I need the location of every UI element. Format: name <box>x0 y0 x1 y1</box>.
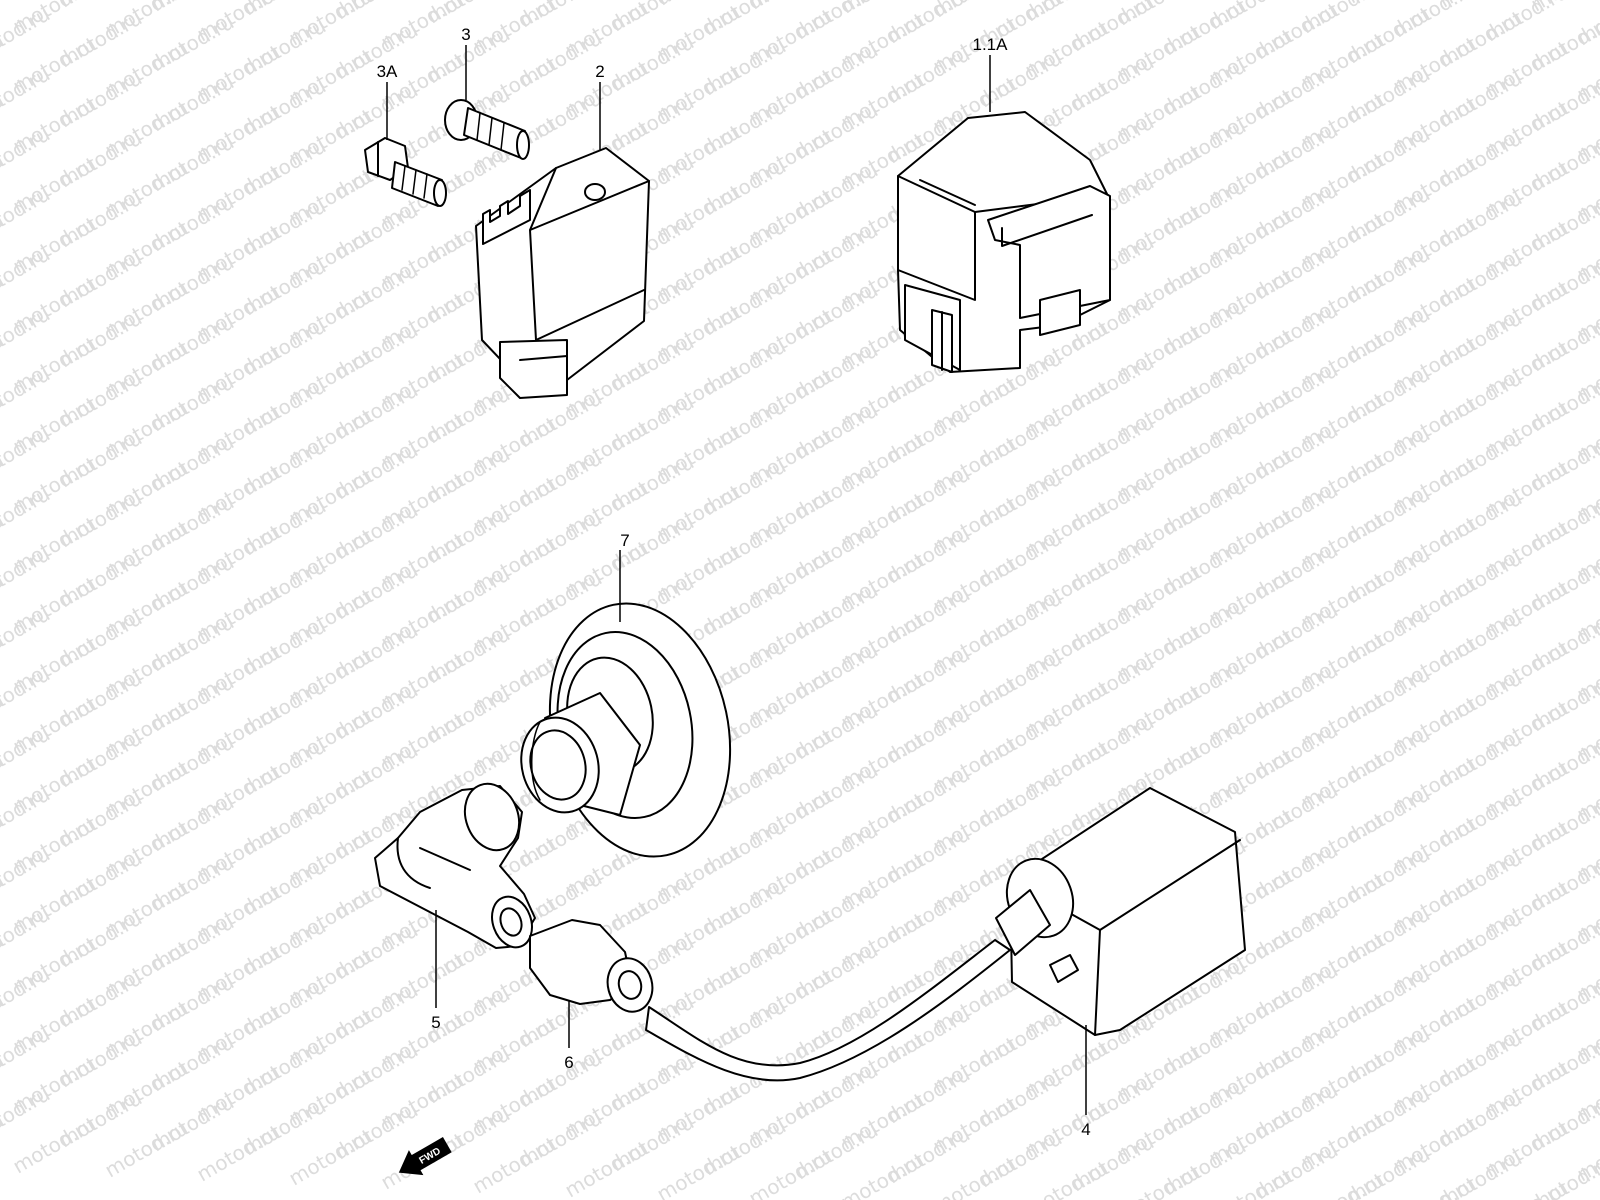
callout-lines <box>386 45 1087 1115</box>
callout-label-4: 4 <box>1081 1120 1090 1139</box>
ignition-coil-4 <box>645 787 1246 1082</box>
watermark-text: motod.ru <box>193 1120 284 1187</box>
callout-label-6: 6 <box>564 1053 573 1072</box>
callout-label-7: 7 <box>620 531 629 550</box>
watermark-text: motod.ru <box>469 1132 560 1199</box>
plug-cap-5 <box>374 782 536 949</box>
watermark-text: motod.ru <box>9 1112 100 1179</box>
bolt-3a <box>364 137 447 207</box>
watermark-text: motod.ru <box>285 1124 376 1191</box>
callout-label-1-1a: 1.1A <box>973 35 1009 54</box>
callout-label-3: 3 <box>461 25 470 44</box>
screw-3 <box>444 99 530 160</box>
watermark-text: motod.ru <box>101 1116 192 1183</box>
callout-label-5: 5 <box>431 1013 440 1032</box>
cap-cover-7 <box>520 602 732 858</box>
callout-label-2: 2 <box>595 62 604 81</box>
callout-label-3a: 3A <box>377 62 398 81</box>
relay-1-1a <box>897 111 1111 373</box>
watermark-text: motod.ru <box>561 1136 652 1200</box>
seal-6 <box>529 919 654 1013</box>
rectifier-module-2 <box>475 147 650 399</box>
